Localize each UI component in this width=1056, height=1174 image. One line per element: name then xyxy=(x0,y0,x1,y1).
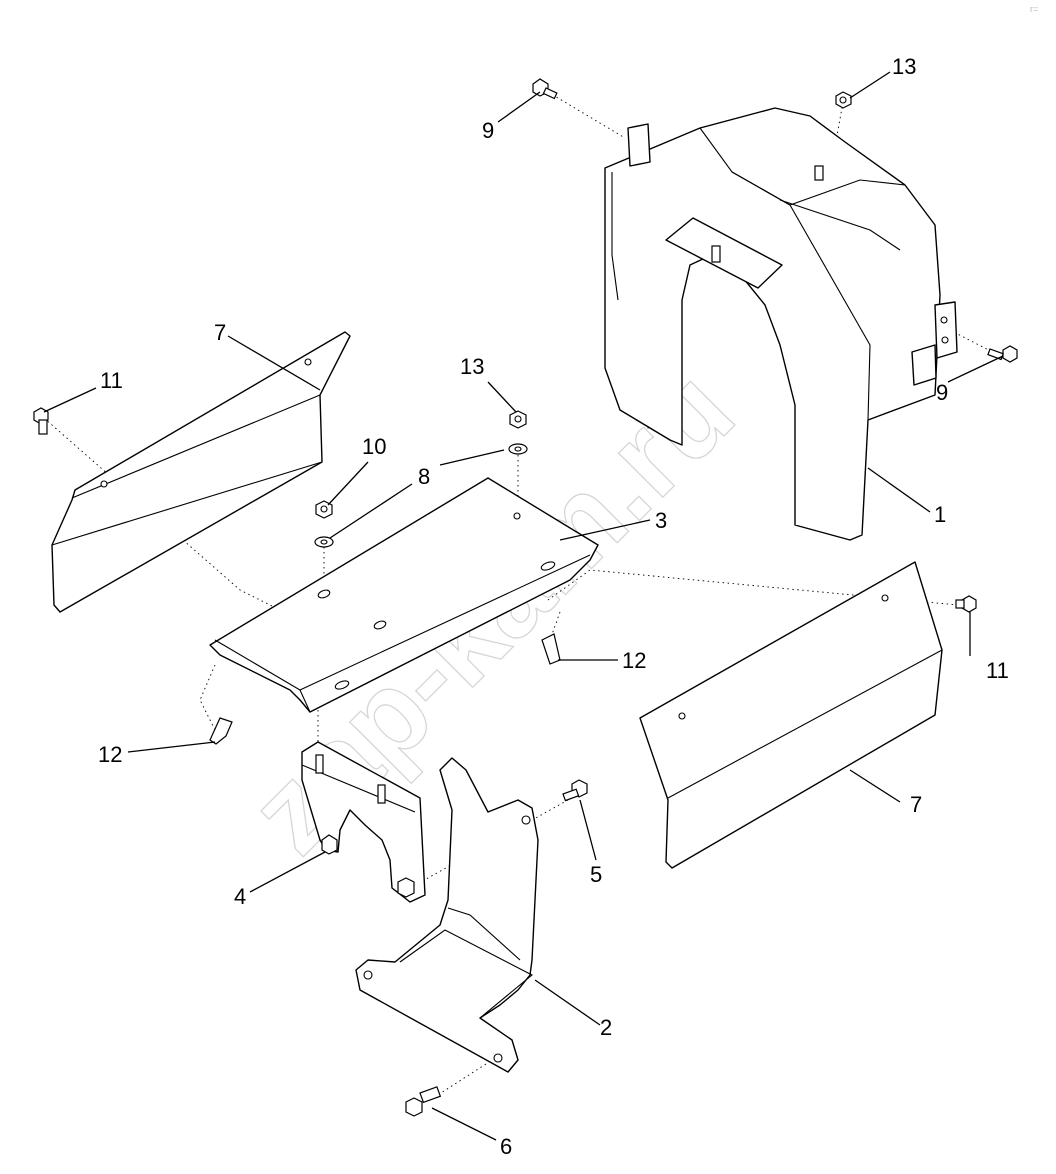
callout-2: 2 xyxy=(600,1015,612,1040)
callout-4: 4 xyxy=(234,884,246,909)
clip-12-left xyxy=(209,717,233,745)
callout-3: 3 xyxy=(655,508,667,533)
callout-9-top: 9 xyxy=(482,118,494,143)
callout-labels: 1 2 3 4 5 6 7 7 8 9 9 10 11 11 12 12 13 … xyxy=(98,54,1009,1159)
callout-7-left: 7 xyxy=(214,320,226,345)
bolt-11-left xyxy=(33,407,49,435)
part-1-upper-shroud xyxy=(604,107,958,541)
bolt-11-right xyxy=(955,595,977,613)
part-2-mounting-bracket xyxy=(355,757,539,1073)
bolt-9-right xyxy=(987,345,1018,363)
callout-7-right: 7 xyxy=(910,792,922,817)
callout-1: 1 xyxy=(934,502,946,527)
corner-mark: r= xyxy=(1030,4,1038,14)
callout-11-right: 11 xyxy=(986,658,1009,683)
callout-12-left: 12 xyxy=(98,742,122,767)
part-7-side-panel-left xyxy=(51,331,351,613)
callout-12-right: 12 xyxy=(622,648,646,673)
nut-4-a xyxy=(321,834,338,855)
callout-10: 10 xyxy=(362,434,386,459)
part-7-side-panel-right xyxy=(639,561,943,869)
callout-9-right: 9 xyxy=(936,380,948,405)
callout-5: 5 xyxy=(590,862,602,887)
nut-4-b xyxy=(397,877,415,898)
hardware xyxy=(33,78,1018,1117)
leader-lines xyxy=(43,71,1004,1141)
bolt-9-top xyxy=(532,78,558,100)
callout-8: 8 xyxy=(418,464,430,489)
part-4-lower-bracket xyxy=(301,741,426,903)
callout-11-left: 11 xyxy=(100,368,123,393)
bolt-5 xyxy=(562,779,588,802)
callout-6: 6 xyxy=(500,1134,512,1159)
bolt-6 xyxy=(405,1086,442,1117)
callout-13-top: 13 xyxy=(892,54,916,79)
callout-13-middle: 13 xyxy=(460,354,484,379)
part-3-cover-plate xyxy=(209,477,599,713)
